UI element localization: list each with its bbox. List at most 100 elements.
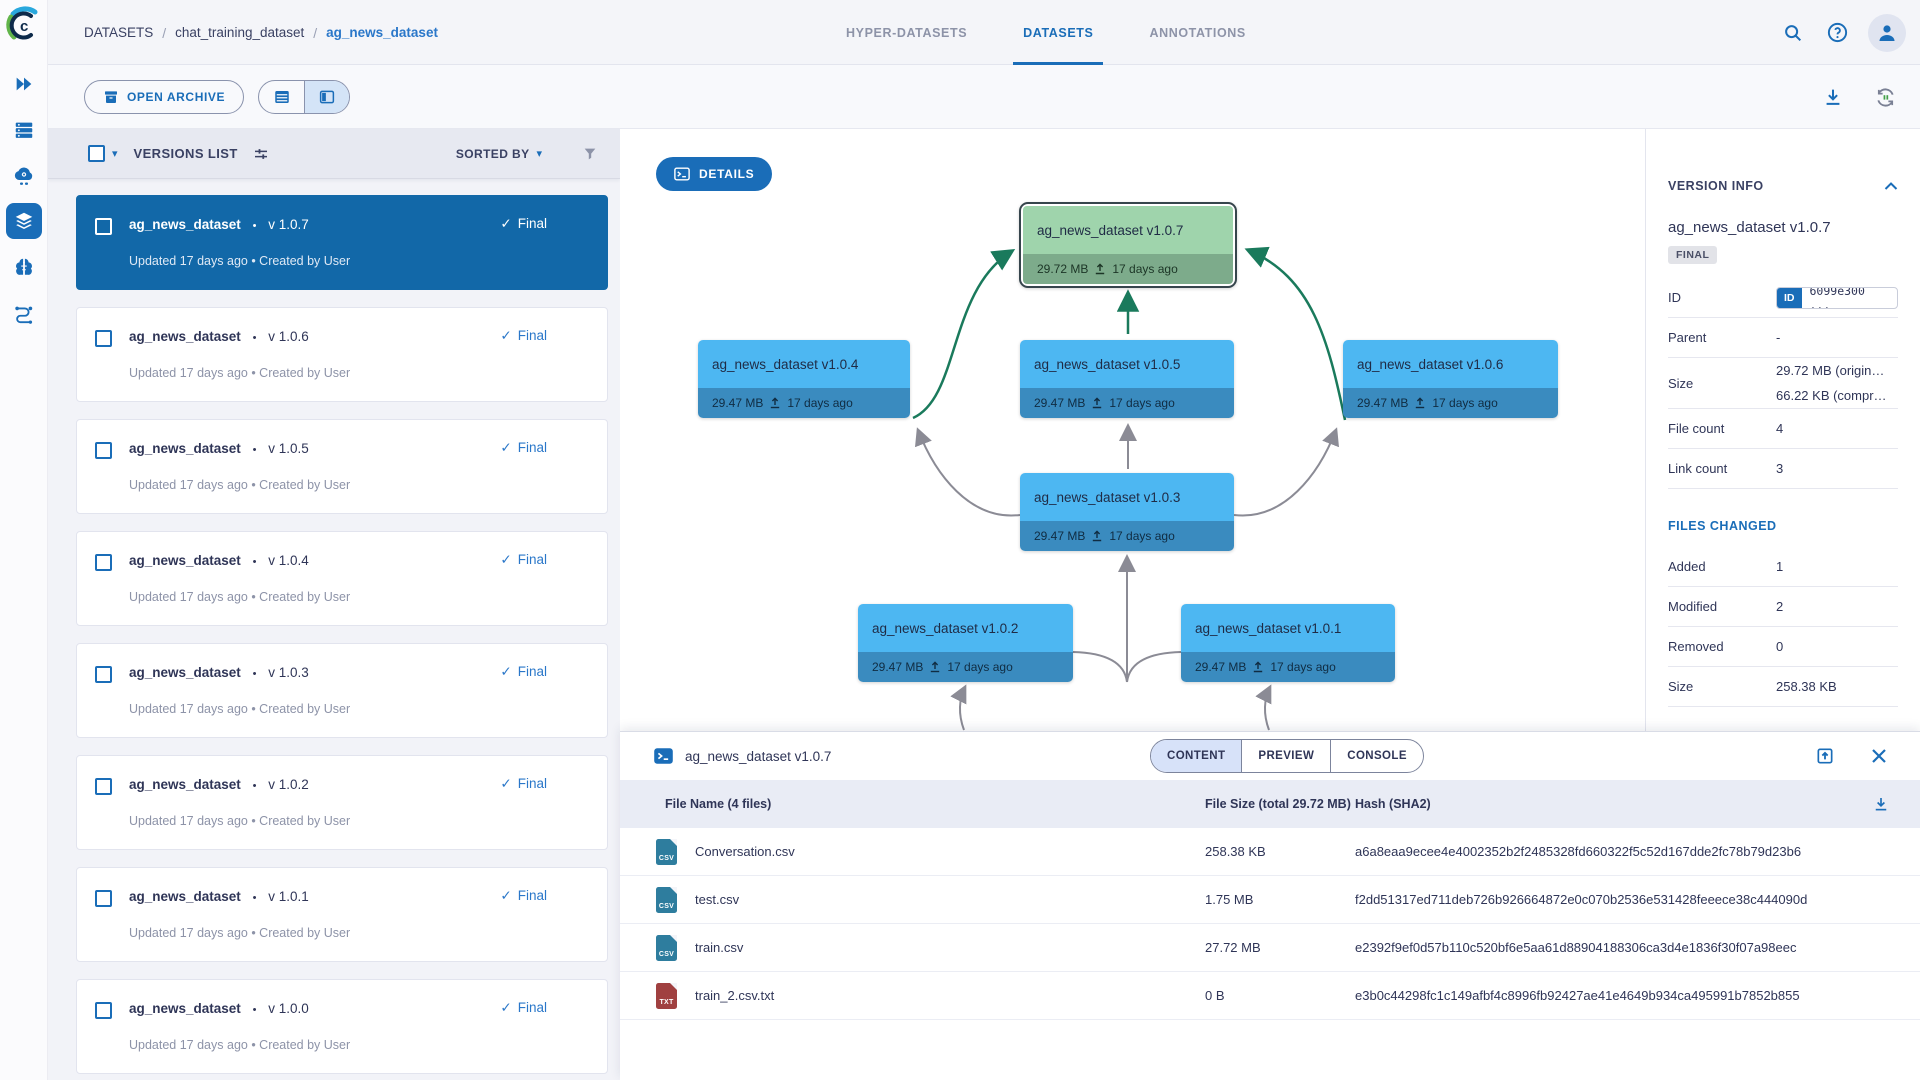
modified-label: Modified <box>1668 599 1718 614</box>
version-status: ✓Final <box>500 440 547 456</box>
display-options-icon[interactable] <box>252 145 270 163</box>
user-avatar[interactable] <box>1868 13 1906 52</box>
close-panel-icon[interactable] <box>1866 743 1892 769</box>
parent-value: - <box>1776 330 1781 345</box>
version-checkbox[interactable] <box>95 330 112 347</box>
version-checkbox[interactable] <box>95 890 112 907</box>
dataset-version-node[interactable]: ag_news_dataset v1.0.1 29.47 MB 17 days … <box>1181 604 1395 682</box>
node-title: ag_news_dataset v1.0.7 <box>1023 206 1233 254</box>
version-list-item[interactable]: ag_news_dataset • v 1.0.1 ✓Final Updated… <box>76 867 608 962</box>
search-icon[interactable] <box>1780 20 1806 46</box>
dataset-version-node[interactable]: ag_news_dataset v1.0.2 29.47 MB 17 days … <box>858 604 1073 682</box>
node-stats: 29.47 MB 17 days ago <box>1343 388 1558 418</box>
version-title: ag_news_dataset • v 1.0.6 <box>129 329 309 344</box>
breadcrumb-root[interactable]: DATASETS <box>84 25 154 40</box>
version-status-label: Final <box>517 888 547 903</box>
open-archive-button[interactable]: OPEN ARCHIVE <box>84 80 245 114</box>
sidebar-item-datasets[interactable] <box>6 203 42 239</box>
download-files-icon[interactable] <box>1872 795 1890 813</box>
version-list-item[interactable]: ag_news_dataset • v 1.0.7 ✓Final Updated… <box>76 195 608 290</box>
upload-icon <box>1091 530 1103 542</box>
file-hash: a6a8eaa9ecee4e4002352b2f2485328fd660322f… <box>1355 844 1802 859</box>
file-name[interactable]: Conversation.csv <box>695 844 795 859</box>
dataset-version-node[interactable]: ag_news_dataset v1.0.6 29.47 MB 17 days … <box>1343 340 1558 418</box>
main-tab[interactable]: DATASETS <box>995 0 1121 65</box>
sorted-by-caret-icon[interactable]: ▾ <box>536 148 542 160</box>
help-icon[interactable] <box>1824 20 1850 46</box>
filter-icon[interactable] <box>582 146 598 162</box>
content-tab[interactable]: CONTENT <box>1151 740 1242 772</box>
version-checkbox[interactable] <box>95 442 112 459</box>
version-list-item[interactable]: ag_news_dataset • v 1.0.4 ✓Final Updated… <box>76 531 608 626</box>
version-checkbox[interactable] <box>95 554 112 571</box>
column-file-name: File Name (4 files) <box>665 797 772 811</box>
version-status: ✓Final <box>500 328 547 344</box>
file-row[interactable]: CSV Conversation.csv 258.38 KB a6a8eaa9e… <box>620 828 1920 876</box>
version-list-item[interactable]: ag_news_dataset • v 1.0.6 ✓Final Updated… <box>76 307 608 402</box>
table-view-button[interactable] <box>259 81 304 113</box>
clearml-logo-icon[interactable]: c <box>3 4 45 46</box>
info-row-removed: Removed 0 <box>1668 627 1898 667</box>
details-button[interactable]: DETAILS <box>656 157 773 191</box>
version-list-item[interactable]: ag_news_dataset • v 1.0.5 ✓Final Updated… <box>76 419 608 514</box>
version-number: v 1.0.4 <box>268 553 309 568</box>
version-checkbox[interactable] <box>95 778 112 795</box>
node-size: 29.47 MB <box>1357 396 1409 410</box>
version-list-item[interactable]: ag_news_dataset • v 1.0.0 ✓Final Updated… <box>76 979 608 1074</box>
file-row[interactable]: CSV test.csv 1.75 MB f2dd51317ed711deb72… <box>620 876 1920 924</box>
file-name[interactable]: train.csv <box>695 940 744 955</box>
dataset-version-node[interactable]: ag_news_dataset v1.0.4 29.47 MB 17 days … <box>698 340 910 418</box>
version-checkbox[interactable] <box>95 666 112 683</box>
node-age: 17 days ago <box>1112 262 1178 276</box>
version-checkbox[interactable] <box>95 1002 112 1019</box>
breadcrumb-current: ag_news_dataset <box>326 25 438 40</box>
sorted-by-button[interactable]: SORTED BY <box>455 146 530 161</box>
content-tab[interactable]: PREVIEW <box>1241 740 1330 772</box>
content-tab[interactable]: CONSOLE <box>1330 740 1423 772</box>
dataset-version-node[interactable]: ag_news_dataset v1.0.5 29.47 MB 17 days … <box>1020 340 1234 418</box>
node-age: 17 days ago <box>947 660 1013 674</box>
select-all-checkbox[interactable] <box>88 145 105 162</box>
version-checkbox[interactable] <box>95 218 112 235</box>
split-view-button[interactable] <box>304 81 349 113</box>
download-icon[interactable] <box>1820 84 1846 110</box>
id-copy-pill[interactable]: ID 6099e300 ... <box>1776 286 1898 309</box>
sidebar-item-serving[interactable] <box>6 158 42 194</box>
version-meta: Updated 17 days ago • Created by User <box>129 254 351 268</box>
collapse-panel-icon[interactable] <box>1884 181 1898 191</box>
version-status: ✓Final <box>500 1000 547 1016</box>
version-list-item[interactable]: ag_news_dataset • v 1.0.2 ✓Final Updated… <box>76 755 608 850</box>
dataset-version-node[interactable]: ag_news_dataset v1.0.7 29.72 MB 17 days … <box>1019 202 1237 288</box>
file-hash: e3b0c44298fc1c149afbf4c8996fb92427ae41e4… <box>1355 988 1800 1003</box>
check-icon: ✓ <box>500 776 512 791</box>
file-row[interactable]: TXT train_2.csv.txt 0 B e3b0c44298fc1c14… <box>620 972 1920 1020</box>
bullet-separator: • <box>252 668 257 680</box>
sidebar-item-workers-queues[interactable] <box>6 112 42 148</box>
version-list-item[interactable]: ag_news_dataset • v 1.0.3 ✓Final Updated… <box>76 643 608 738</box>
sidebar-item-launch[interactable] <box>6 66 42 102</box>
sidebar-item-pipelines[interactable] <box>6 295 42 331</box>
content-tabs: CONTENT PREVIEW CONSOLE <box>1150 739 1424 773</box>
main-tab[interactable]: HYPER-DATASETS <box>818 0 995 65</box>
node-stats: 29.47 MB 17 days ago <box>698 388 910 418</box>
breadcrumb-project[interactable]: chat_training_dataset <box>175 25 305 40</box>
check-icon: ✓ <box>500 216 512 231</box>
sidebar-item-models[interactable] <box>6 249 42 285</box>
expand-panel-icon[interactable] <box>1812 743 1838 769</box>
version-status-label: Final <box>517 664 547 679</box>
auto-refresh-icon[interactable] <box>1872 84 1898 110</box>
id-label: ID <box>1668 290 1681 305</box>
upload-icon <box>1414 397 1426 409</box>
version-meta: Updated 17 days ago • Created by User <box>129 702 351 716</box>
dataset-version-node[interactable]: ag_news_dataset v1.0.3 29.47 MB 17 days … <box>1020 473 1234 551</box>
bullet-separator: • <box>252 1004 257 1016</box>
added-value: 1 <box>1776 559 1784 574</box>
console-icon <box>674 167 690 181</box>
file-name[interactable]: train_2.csv.txt <box>695 988 775 1003</box>
select-all-caret-icon[interactable]: ▾ <box>112 148 118 160</box>
file-name[interactable]: test.csv <box>695 892 740 907</box>
file-row[interactable]: CSV train.csv 27.72 MB e2392f9ef0d57b110… <box>620 924 1920 972</box>
changed-size-value: 258.38 KB <box>1776 679 1837 694</box>
main-tab[interactable]: ANNOTATIONS <box>1121 0 1273 65</box>
node-size: 29.47 MB <box>712 396 764 410</box>
